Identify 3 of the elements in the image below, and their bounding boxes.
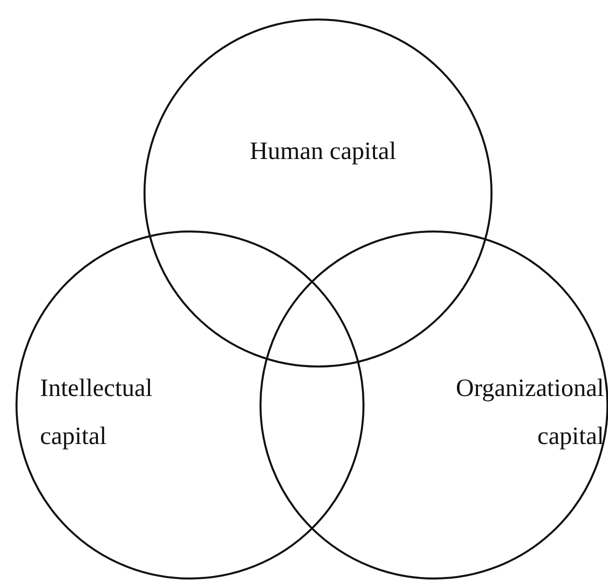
circle-label: Human capital — [248, 137, 398, 167]
circle-label: Intellectual capital — [40, 374, 154, 452]
circle-label: Organizational capital — [454, 374, 604, 452]
